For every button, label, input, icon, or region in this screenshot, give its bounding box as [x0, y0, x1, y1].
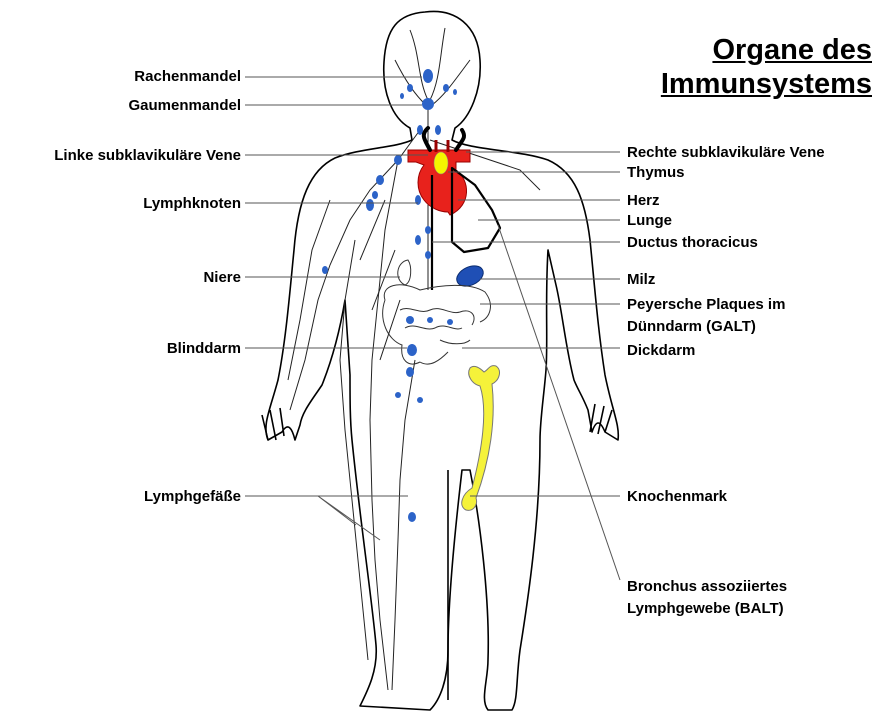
label-knochenmark: Knochenmark — [627, 488, 727, 505]
label-milz: Milz — [627, 271, 655, 288]
label-herz: Herz — [627, 192, 660, 209]
label-rachenmandel: Rachenmandel — [134, 68, 241, 85]
label-ductus-thoracicus: Ductus thoracicus — [627, 234, 758, 251]
label-peyersche-plaques-line2: Dünndarm (GALT) — [627, 318, 756, 335]
label-blinddarm: Blinddarm — [167, 340, 241, 357]
lymph-vessels — [288, 28, 540, 690]
label-thymus: Thymus — [627, 164, 685, 181]
femur-bone-marrow — [462, 366, 500, 511]
diagram-title: Organe des Immunsystems — [661, 33, 872, 101]
label-balt-line2: Lymphgewebe (BALT) — [627, 600, 784, 617]
body-outline — [262, 11, 618, 710]
thymus — [434, 152, 448, 174]
lymph-nodes — [322, 69, 457, 522]
title-line-1: Organe des — [661, 33, 872, 67]
label-lymphgefaesse: Lymphgefäße — [144, 488, 241, 505]
label-dickdarm: Dickdarm — [627, 342, 695, 359]
label-rechte-subklavikulaere-vene: Rechte subklavikuläre Vene — [627, 144, 825, 161]
label-linke-subklavikulaere-vene: Linke subklavikuläre Vene — [54, 147, 241, 164]
label-gaumenmandel: Gaumenmandel — [128, 97, 241, 114]
label-lunge: Lunge — [627, 212, 672, 229]
kidney — [398, 260, 411, 285]
leader-lines-right — [432, 152, 620, 580]
intestines — [383, 285, 491, 364]
label-peyersche-plaques-line1: Peyersche Plaques im — [627, 296, 785, 313]
label-lymphknoten: Lymphknoten — [143, 195, 241, 212]
subclavian-veins — [424, 128, 464, 150]
title-line-2: Immunsystems — [661, 67, 872, 101]
label-balt-line1: Bronchus assoziiertes — [627, 578, 787, 595]
label-niere: Niere — [203, 269, 241, 286]
